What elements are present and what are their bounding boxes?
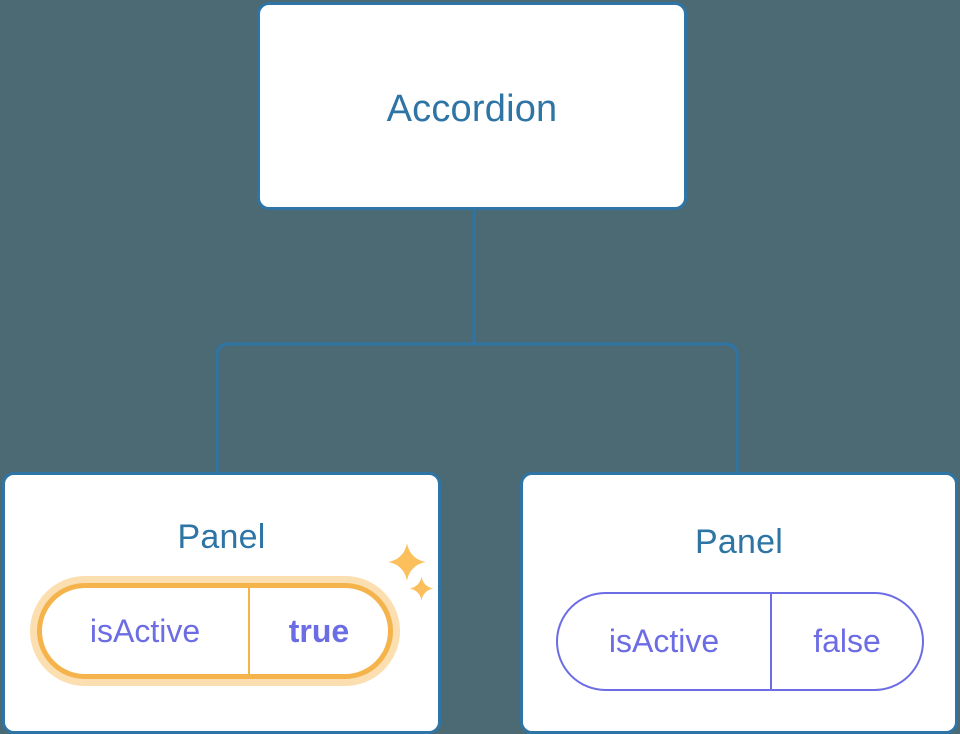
node-panel-right-title: Panel (695, 523, 783, 561)
prop-pill-value: false (813, 623, 881, 659)
node-accordion-title: Accordion (386, 88, 558, 130)
node-panel-left-title: Panel (177, 518, 266, 556)
prop-pill-value: true (288, 612, 350, 649)
prop-pill-isactive-true[interactable]: isActive true (30, 576, 400, 686)
prop-pill-key: isActive (42, 588, 250, 674)
prop-pill-highlight-ring: isActive true (30, 576, 400, 686)
connector-branch-left (215, 342, 474, 472)
node-accordion[interactable]: Accordion (257, 2, 687, 210)
prop-pill-key: isActive (558, 594, 772, 689)
connector-branch-right (474, 342, 739, 472)
prop-pill-isactive-false[interactable]: isActive false (556, 592, 924, 691)
prop-pill-body[interactable]: isActive false (556, 592, 924, 691)
prop-pill-body[interactable]: isActive true (37, 583, 393, 679)
